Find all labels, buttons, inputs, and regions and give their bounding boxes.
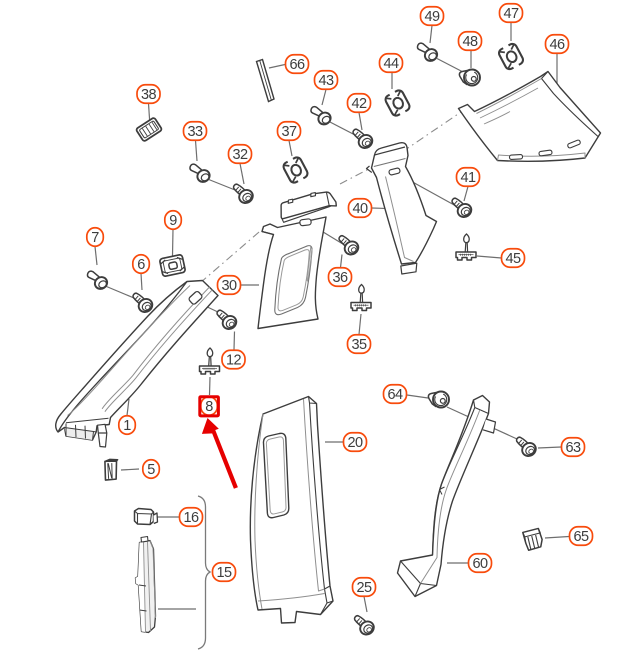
svg-text:9: 9 xyxy=(169,213,177,229)
svg-text:47: 47 xyxy=(504,6,519,22)
svg-text:33: 33 xyxy=(188,124,203,140)
svg-text:66: 66 xyxy=(290,57,305,73)
svg-text:8: 8 xyxy=(205,399,213,415)
svg-text:25: 25 xyxy=(357,580,372,596)
svg-text:63: 63 xyxy=(566,440,581,456)
svg-text:49: 49 xyxy=(425,9,440,25)
svg-text:1: 1 xyxy=(123,418,131,434)
svg-text:35: 35 xyxy=(352,337,367,353)
svg-text:65: 65 xyxy=(574,529,589,545)
svg-text:44: 44 xyxy=(384,56,399,72)
svg-text:38: 38 xyxy=(141,87,156,103)
svg-text:40: 40 xyxy=(353,201,368,217)
svg-text:20: 20 xyxy=(348,435,363,451)
svg-text:41: 41 xyxy=(461,170,476,186)
svg-text:32: 32 xyxy=(233,147,248,163)
svg-text:60: 60 xyxy=(473,556,488,572)
svg-text:36: 36 xyxy=(333,270,348,286)
svg-text:7: 7 xyxy=(91,230,99,246)
svg-text:30: 30 xyxy=(222,278,237,294)
svg-text:15: 15 xyxy=(217,565,232,581)
svg-text:45: 45 xyxy=(506,251,521,267)
svg-text:43: 43 xyxy=(319,73,334,89)
svg-text:48: 48 xyxy=(463,34,478,50)
svg-text:37: 37 xyxy=(282,124,297,140)
svg-text:42: 42 xyxy=(352,96,367,112)
svg-text:16: 16 xyxy=(184,510,199,526)
svg-text:12: 12 xyxy=(226,353,241,369)
svg-text:6: 6 xyxy=(137,257,145,273)
svg-text:46: 46 xyxy=(550,37,565,53)
svg-text:5: 5 xyxy=(147,462,155,478)
svg-text:64: 64 xyxy=(388,387,403,403)
